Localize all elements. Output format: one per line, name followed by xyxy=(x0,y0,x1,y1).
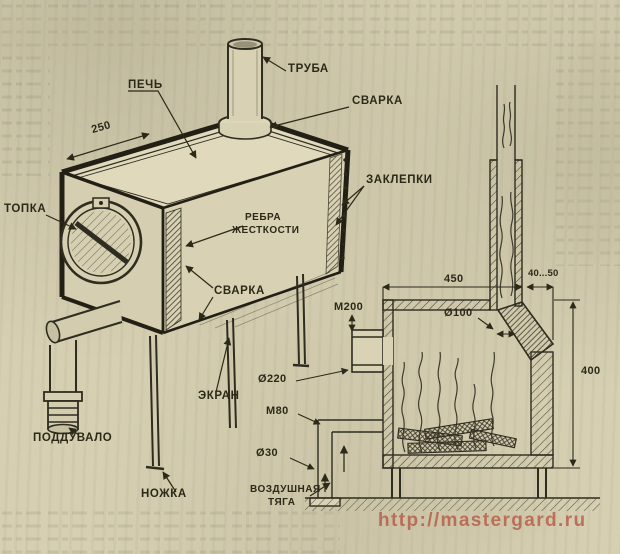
dim-d220: Ø220 xyxy=(258,373,287,385)
label-ribs-1: РЕБРА xyxy=(245,212,281,223)
firewood-logs xyxy=(397,418,517,454)
label-draft-1: ВОЗДУШНАЯ xyxy=(250,484,321,495)
leader-ribs xyxy=(185,225,244,248)
leader-stove xyxy=(128,90,197,159)
stove-isometric-view xyxy=(43,38,351,471)
dim-400: 400 xyxy=(581,365,601,377)
door-handle xyxy=(74,221,129,264)
dim-40-50: 40...50 xyxy=(528,268,558,279)
dim-m200: М200 xyxy=(334,301,363,313)
dim-m80: М80 xyxy=(266,405,289,417)
label-stove: ПЕЧЬ xyxy=(128,79,163,91)
label-firebox: ТОПКА xyxy=(4,203,46,215)
section-air-duct xyxy=(309,419,383,507)
leader-leg xyxy=(162,471,177,493)
label-ashpit: ПОДДУВАЛО xyxy=(33,432,112,444)
section-door-collar xyxy=(351,329,393,373)
leader-firebox xyxy=(45,214,77,230)
dimension-lines xyxy=(289,283,580,470)
dim-d100: Ø100 xyxy=(444,307,473,319)
dim-450: 450 xyxy=(444,273,464,285)
leader-ashpit xyxy=(68,427,80,436)
leader-rivets-2 xyxy=(335,185,365,226)
label-weld-top: СВАРКА xyxy=(352,95,403,107)
section-baffle xyxy=(496,301,555,362)
section-bottom-plate xyxy=(382,454,554,469)
section-legs xyxy=(391,468,547,498)
ashpit-pipe xyxy=(43,300,123,435)
site-watermark: http://mastergard.ru xyxy=(378,510,587,531)
ground-hatching xyxy=(305,497,600,511)
leader-d220 xyxy=(295,367,349,382)
leader-pipe xyxy=(262,56,287,72)
leader-draft xyxy=(309,482,331,497)
label-ribs-2: ЖЕСТКОСТИ xyxy=(231,225,299,236)
dim-d30: Ø30 xyxy=(256,447,278,459)
label-draft-2: ТЯГА xyxy=(268,497,295,508)
chimney-pipe xyxy=(218,38,272,140)
leader-lines xyxy=(45,56,365,497)
section-left-wall xyxy=(382,299,394,469)
dim-250: 250 xyxy=(90,119,112,136)
dim-line-250 xyxy=(66,132,150,161)
leader-weld-mid-2 xyxy=(198,296,214,321)
label-pipe: ТРУБА xyxy=(288,63,329,75)
section-right-wall xyxy=(530,351,554,456)
leader-screen xyxy=(215,337,232,393)
leader-weld-top xyxy=(269,106,350,130)
leader-weld-mid-1 xyxy=(185,265,214,289)
stiffening-rib-strip xyxy=(165,207,182,331)
label-rivets: ЗАКЛЕПКИ xyxy=(366,174,433,186)
label-weld-mid: СВАРКА xyxy=(214,285,265,297)
stove-top-face xyxy=(62,117,348,208)
label-screen: ЭКРАН xyxy=(198,390,239,402)
section-top-plate xyxy=(382,299,491,311)
leader-d30 xyxy=(289,457,315,470)
section-chimney xyxy=(489,85,523,311)
stove-section-view xyxy=(305,85,600,511)
label-leg: НОЖКА xyxy=(141,488,187,500)
stove-side-face xyxy=(163,150,348,333)
leader-rivets-1 xyxy=(341,185,365,206)
leader-m80 xyxy=(297,413,321,425)
firebox-door xyxy=(59,197,143,285)
